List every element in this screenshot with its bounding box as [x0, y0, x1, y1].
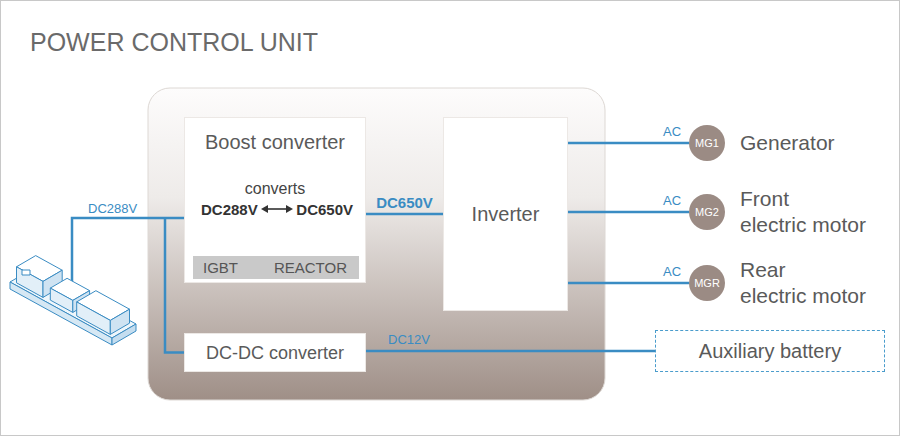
circle-shape [689, 265, 725, 301]
current-type-label: AC [663, 194, 681, 209]
supply-wire [72, 218, 184, 285]
component-band: IGBT REACTOR [193, 256, 359, 279]
power-line [366, 213, 443, 216]
arrow-shaft [264, 208, 290, 210]
power-line [568, 282, 689, 285]
voltage-value: DC288V [201, 201, 258, 218]
voltage-value: DC650V [296, 201, 353, 218]
battery-module-front [77, 302, 111, 335]
power-line [568, 142, 689, 145]
branch-wire [165, 218, 184, 353]
power-line [568, 211, 689, 214]
motor-label: Rear electric motor [740, 257, 872, 309]
circle-shape [689, 125, 725, 161]
motor-circle: MG2Front electric motor [689, 194, 725, 230]
arrow-head [261, 205, 268, 213]
converter-box: DC-DC converter [184, 333, 366, 372]
box-heading: DC-DC converter [185, 342, 365, 363]
current-type-label: AC [663, 265, 681, 280]
battery-terminal [22, 270, 30, 275]
voltage-label: DC288V [88, 202, 137, 217]
motor-code: MG2 [689, 206, 725, 219]
box-heading: Boost converter [185, 131, 365, 154]
battery-module-side [110, 309, 129, 334]
battery-module-front [50, 288, 73, 312]
unit-housing [148, 88, 605, 400]
motor-label: Generator [740, 130, 835, 156]
component-name: REACTOR [274, 256, 347, 279]
battery-module-front [17, 267, 44, 298]
current-type-label: AC [663, 125, 681, 140]
motor-circle: MGRRear electric motor [689, 265, 725, 301]
inverter-box: Inverter [443, 117, 568, 311]
battery-illustration [10, 256, 136, 345]
bidirectional-arrow-symbol [261, 205, 293, 213]
box-heading: Inverter [444, 203, 567, 226]
component-name: IGBT [203, 256, 238, 279]
motor-label: Front electric motor [740, 186, 872, 238]
battery-box: Auxiliary battery [655, 330, 885, 372]
arrow-head [286, 205, 293, 213]
motor-code: MGR [689, 277, 725, 290]
circle-shape [689, 194, 725, 230]
motor-code: MG1 [689, 137, 725, 150]
box-heading: Auxiliary battery [656, 340, 884, 363]
power-line [366, 350, 655, 353]
motor-circle: MG1Generator [689, 125, 725, 161]
converter-box: Boost converter convertsDC288V DC650V IGBT R… [184, 117, 366, 283]
box-note: converts [185, 180, 365, 198]
diagram-title: POWER CONTROL UNIT [30, 28, 318, 57]
